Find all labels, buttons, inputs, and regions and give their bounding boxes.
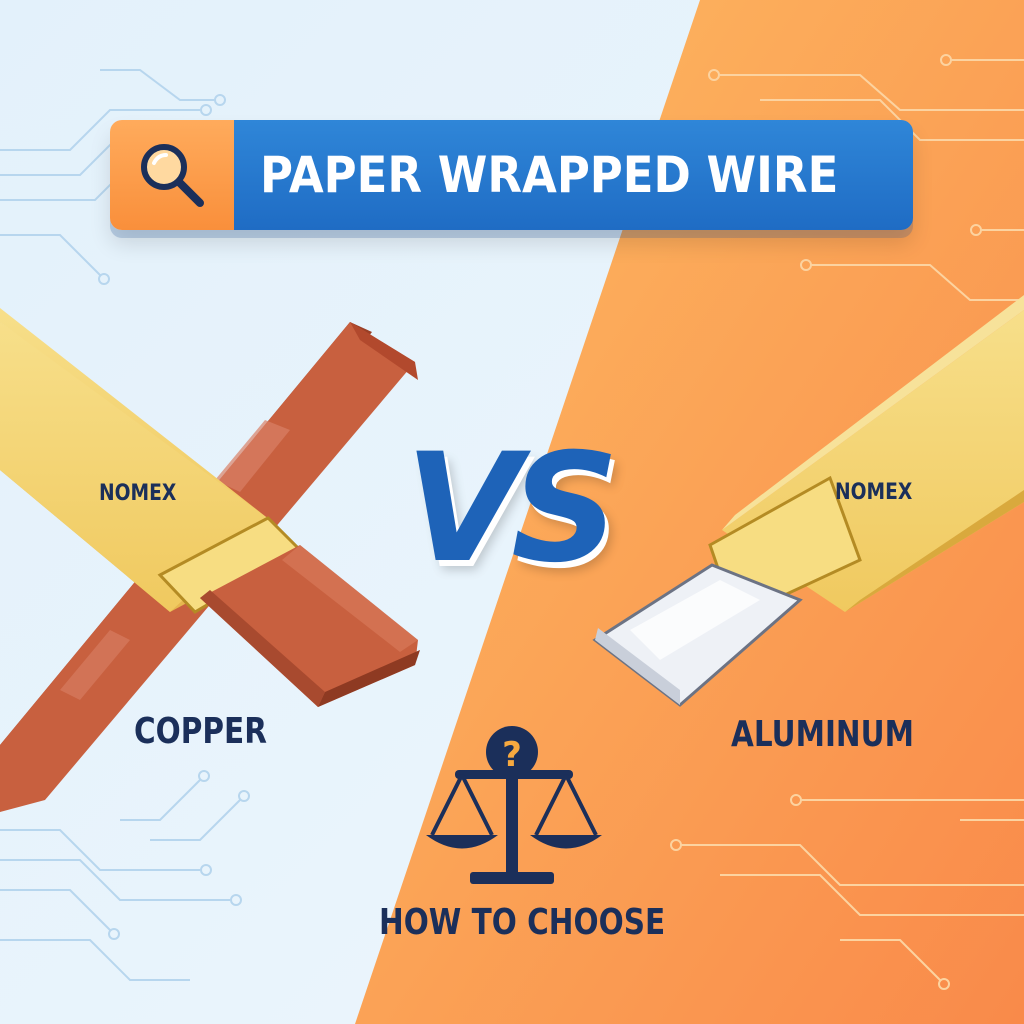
balance-scale-icon: ? <box>426 726 602 884</box>
left-insulation-label: NOMEX <box>99 481 177 506</box>
title-search-bar: PAPER WRAPPED WIRE <box>110 120 913 230</box>
aluminum-wrapped-conductor <box>592 295 1024 707</box>
vs-label: VS <box>405 422 619 596</box>
copper-label: COPPER <box>134 711 267 752</box>
how-to-choose-label: HOW TO CHOOSE <box>379 902 666 943</box>
page-title: PAPER WRAPPED WIRE <box>260 146 839 204</box>
aluminum-label: ALUMINUM <box>731 714 914 755</box>
copper-wrapped-conductor <box>0 308 420 707</box>
title-box: PAPER WRAPPED WIRE <box>234 120 913 230</box>
question-mark-icon: ? <box>502 735 522 775</box>
magnifier-icon <box>141 144 204 207</box>
right-insulation-label: NOMEX <box>835 480 913 505</box>
search-icon-box <box>110 120 234 230</box>
